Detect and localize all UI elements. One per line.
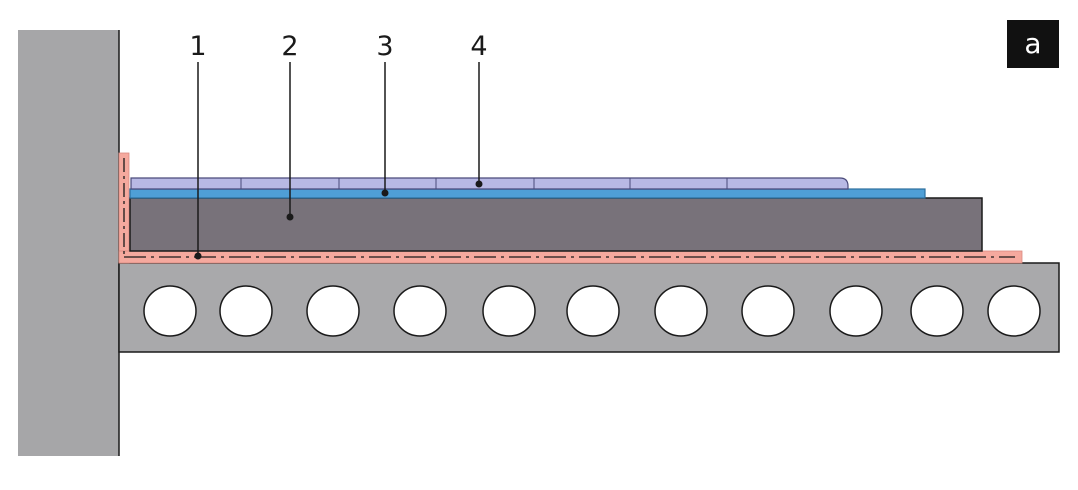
slab-hollow xyxy=(306,285,360,337)
slab-hollow xyxy=(910,285,964,337)
callout-1-dot xyxy=(194,252,202,260)
slab-hollow xyxy=(987,285,1041,337)
slab-hollow xyxy=(219,285,273,337)
slab-hollow xyxy=(393,285,447,337)
callout-label-1: 1 xyxy=(189,31,206,62)
callout-label-3: 3 xyxy=(376,31,393,62)
callout-3-dot xyxy=(381,189,389,197)
callout-label-2: 2 xyxy=(281,31,298,62)
slab-hollow xyxy=(143,285,197,337)
tile-joints xyxy=(240,178,728,189)
slab-hollows xyxy=(143,285,1041,337)
slab-hollow xyxy=(482,285,536,337)
slab-hollow xyxy=(566,285,620,337)
callout-2-dot xyxy=(286,213,294,221)
callout-4-dot xyxy=(475,180,483,188)
figure-badge-label: a xyxy=(1024,27,1041,60)
slab-hollow xyxy=(654,285,708,337)
slab-hollow xyxy=(829,285,883,337)
screed-layer xyxy=(129,197,983,252)
figure-badge xyxy=(1007,20,1059,68)
waterproofing-membrane xyxy=(129,188,926,199)
callout-label-4: 4 xyxy=(470,31,487,62)
wall xyxy=(18,30,119,456)
tile-layer xyxy=(130,177,849,190)
slab-hollow xyxy=(741,285,795,337)
